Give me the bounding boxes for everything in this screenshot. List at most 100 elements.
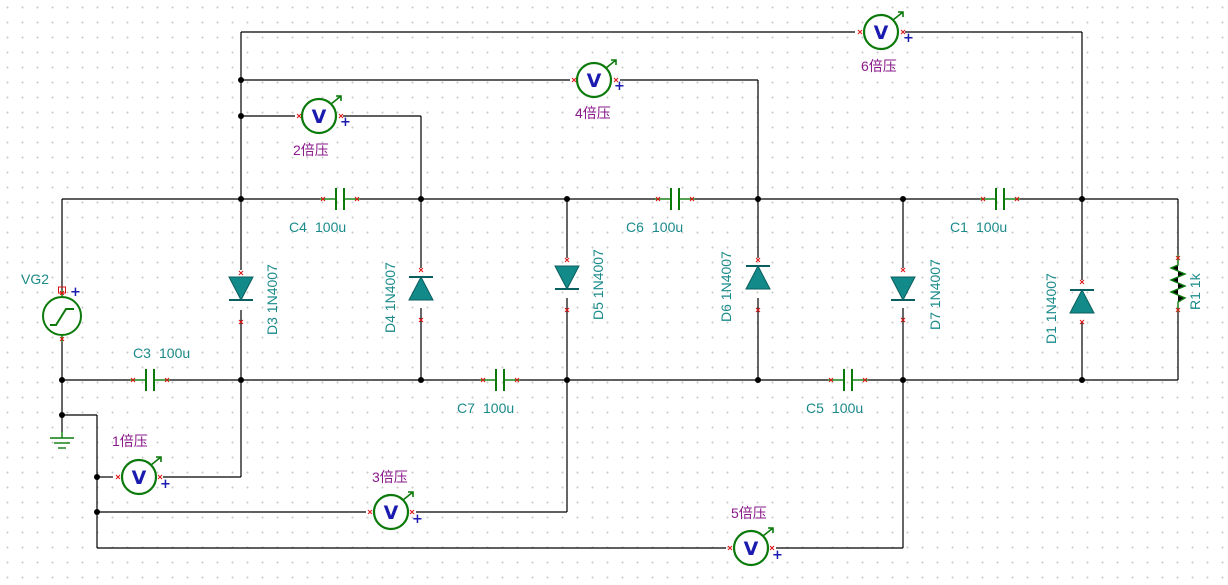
diode-d4[interactable]: D4 1N4007 — [382, 262, 434, 333]
pin-marker — [755, 307, 761, 313]
pin-marker — [418, 267, 424, 273]
svg-text:+: + — [614, 79, 625, 94]
pin-marker — [59, 336, 65, 342]
capacitor-c3[interactable]: C3 100u — [130, 345, 190, 391]
svg-text:+: + — [903, 31, 914, 46]
pin-marker — [613, 77, 619, 83]
pin-marker — [367, 509, 373, 515]
pin-marker — [980, 196, 986, 202]
svg-text:+: + — [772, 548, 783, 563]
pin-marker — [689, 196, 695, 202]
voltmeter-icon — [300, 97, 338, 135]
pin-marker — [571, 77, 577, 83]
pin-marker — [655, 196, 661, 202]
pin-marker — [418, 317, 424, 323]
voltmeter-6[interactable]: V + 6倍压 — [861, 11, 914, 74]
d6-label: D6 1N4007 — [718, 251, 734, 322]
c1-name: C1 — [950, 219, 968, 235]
pin-marker — [59, 290, 65, 296]
pin-marker — [900, 267, 906, 273]
pin-marker — [564, 307, 570, 313]
pin-marker — [115, 474, 121, 480]
pin-markers — [59, 29, 1181, 551]
meter-3-label: 3倍压 — [372, 469, 408, 485]
diode-icon — [1069, 288, 1095, 314]
d3-label: D3 1N4007 — [264, 264, 280, 335]
meter-2-label: 2倍压 — [293, 142, 329, 158]
c7-value: 100u — [483, 400, 514, 416]
pin-marker — [1079, 279, 1085, 285]
svg-text:V: V — [312, 106, 327, 128]
c4-name: C4 — [289, 219, 307, 235]
pin-marker — [1175, 307, 1181, 313]
svg-text:V: V — [384, 502, 399, 524]
voltmeter-1[interactable]: V + 1倍压 — [112, 433, 171, 496]
meter-4-label: 4倍压 — [575, 105, 611, 121]
pin-marker — [862, 377, 868, 383]
diode-d5[interactable]: D5 1N4007 — [554, 249, 606, 320]
diode-d3[interactable]: D3 1N4007 — [228, 264, 280, 335]
junctions — [59, 77, 1085, 515]
pin-marker — [514, 377, 520, 383]
pin-marker — [828, 377, 834, 383]
svg-text:V: V — [874, 22, 889, 44]
source-vg2[interactable]: + VG2 — [21, 271, 82, 342]
meter-1-label: 1倍压 — [112, 433, 148, 449]
capacitor-c1[interactable]: C1 100u — [950, 188, 1020, 235]
diode-icon — [554, 265, 580, 291]
voltmeter-icon — [862, 13, 900, 51]
pin-marker — [164, 377, 170, 383]
pin-marker — [480, 377, 486, 383]
diode-d1[interactable]: D1 1N4007 — [1043, 273, 1095, 344]
capacitor-c6[interactable]: C6 100u — [626, 188, 695, 235]
svg-text:V: V — [587, 70, 602, 92]
pin-marker — [1014, 196, 1020, 202]
voltmeter-icon — [120, 458, 158, 496]
c3-name: C3 — [133, 345, 151, 361]
pin-marker — [238, 319, 244, 325]
c1-value: 100u — [976, 219, 1007, 235]
diode-d6[interactable]: D6 1N4007 — [718, 251, 771, 322]
pin-marker — [900, 317, 906, 323]
pin-marker — [296, 113, 302, 119]
diode-icon — [890, 276, 916, 302]
pin-marker — [769, 545, 775, 551]
r1-label: R1 1k — [1187, 272, 1203, 310]
resistor-r1[interactable]: R1 1k — [1169, 255, 1203, 312]
pin-marker — [238, 270, 244, 276]
voltmeter-4[interactable]: V + 4倍压 — [575, 59, 625, 121]
pin-marker — [354, 196, 360, 202]
voltmeter-2[interactable]: V + 2倍压 — [293, 95, 351, 158]
capacitor-c4[interactable]: C4 100u — [289, 188, 360, 235]
diode-d7[interactable]: D7 1N4007 — [890, 259, 943, 330]
meter-5-label: 5倍压 — [731, 505, 767, 521]
pin-marker — [727, 545, 733, 551]
source-name-label: VG2 — [21, 271, 49, 287]
pin-marker — [900, 29, 906, 35]
pin-marker — [130, 377, 136, 383]
pin-marker — [1175, 255, 1181, 261]
pin-marker — [564, 257, 570, 263]
svg-text:V: V — [744, 538, 759, 560]
pin-marker — [409, 509, 415, 515]
svg-text:V: V — [132, 467, 147, 489]
d4-label: D4 1N4007 — [382, 262, 398, 333]
c5-value: 100u — [832, 400, 863, 416]
capacitor-c7[interactable]: C7 100u — [457, 369, 520, 416]
voltmeter-icon — [732, 529, 770, 567]
c7-name: C7 — [457, 400, 475, 416]
capacitor-c5[interactable]: C5 100u — [806, 369, 868, 416]
meter-6-label: 6倍压 — [861, 58, 897, 74]
d5-label: D5 1N4007 — [590, 249, 606, 320]
voltmeter-5[interactable]: V + 5倍压 — [731, 505, 783, 567]
source-plus-sign: + — [70, 285, 81, 300]
pin-marker — [755, 257, 761, 263]
diode-icon — [228, 276, 254, 302]
svg-text:+: + — [340, 115, 351, 130]
ground-symbol-icon[interactable] — [50, 432, 74, 449]
c5-name: C5 — [806, 400, 824, 416]
voltmeter-3[interactable]: V + 3倍压 — [372, 469, 423, 531]
c3-value: 100u — [159, 345, 190, 361]
pin-marker — [857, 29, 863, 35]
